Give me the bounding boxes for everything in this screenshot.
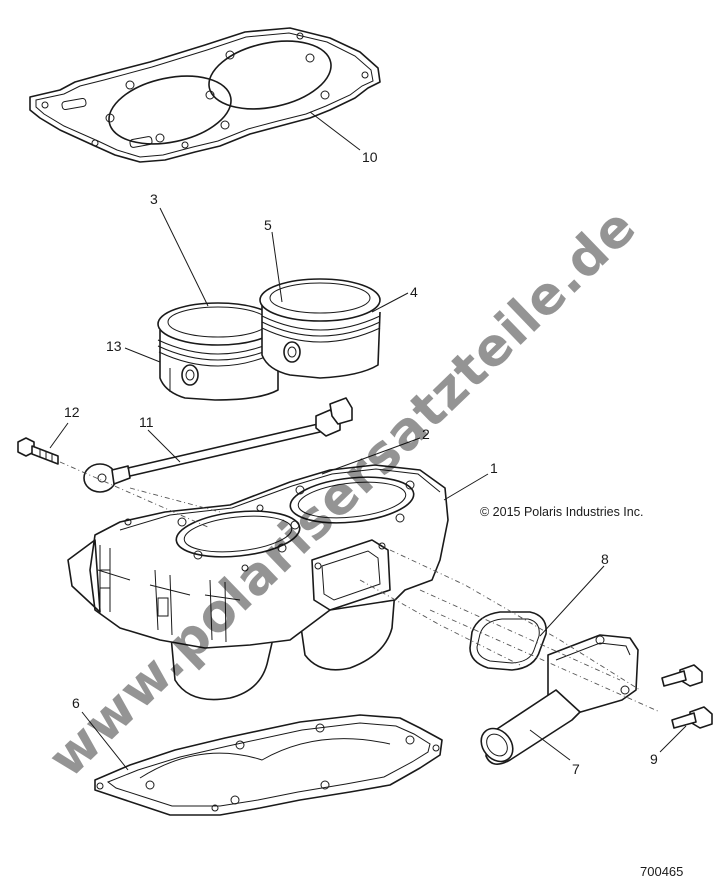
callout-1: 1 xyxy=(490,460,498,476)
bolt-9-part xyxy=(661,664,713,729)
callout-6: 6 xyxy=(72,695,80,711)
callout-5: 5 xyxy=(264,217,272,233)
callout-10: 10 xyxy=(362,149,378,165)
cylinder-block-part xyxy=(67,464,449,701)
copyright-notice: © 2015 Polaris Industries Inc. xyxy=(480,505,643,519)
assembly-centerlines xyxy=(59,461,661,713)
callout-labels: 10 3 5 4 13 12 11 2 1 8 6 7 9 xyxy=(64,149,658,777)
callout-9: 9 xyxy=(650,751,658,767)
callout-13: 13 xyxy=(106,338,122,354)
callout-3: 3 xyxy=(150,191,158,207)
piston-left-part xyxy=(157,302,279,401)
leader-lines xyxy=(49,111,687,771)
piston-right-part xyxy=(259,278,381,379)
head-gasket-part xyxy=(29,27,381,163)
callout-8: 8 xyxy=(601,551,609,567)
o-ring-seal-part xyxy=(469,611,547,671)
temperature-sensor-part xyxy=(83,397,353,493)
base-gasket-part xyxy=(94,714,443,816)
coolant-outlet-part xyxy=(480,634,639,765)
callout-7: 7 xyxy=(572,761,580,777)
callout-4: 4 xyxy=(410,284,418,300)
document-number: 700465 xyxy=(640,864,683,879)
callout-12: 12 xyxy=(64,404,80,420)
bolt-12-part xyxy=(17,437,59,465)
callout-2: 2 xyxy=(422,426,430,442)
callout-11: 11 xyxy=(139,414,154,430)
